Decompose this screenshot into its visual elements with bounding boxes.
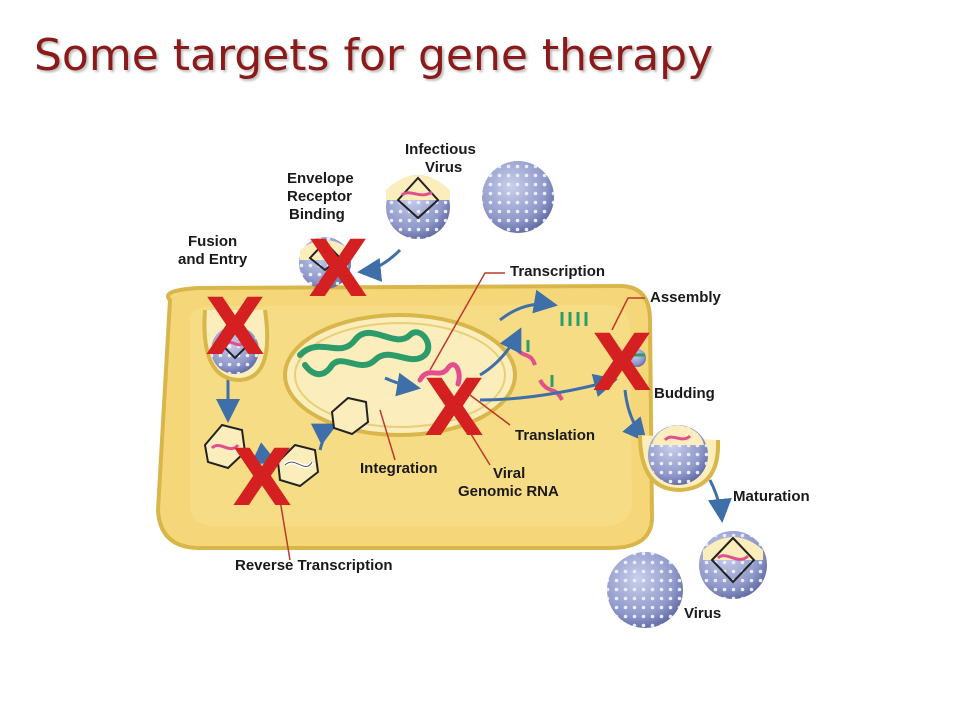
label-viral-genomic-rna: Viral Genomic RNA [458, 465, 559, 500]
label-reverse-transcription: Reverse Transcription [235, 557, 393, 574]
label-transcription: Transcription [510, 263, 605, 280]
mature-virion [699, 531, 767, 599]
x-mark-assembly: X [592, 319, 652, 409]
label-budding: Budding [654, 385, 715, 402]
infectious-virus-particle [482, 161, 554, 233]
host-dna [297, 329, 432, 378]
slide-title: Some targets for gene therapy [34, 30, 714, 81]
x-mark-reverse-transcription: X [232, 434, 292, 524]
viral-rna-nucleus [417, 362, 462, 387]
label-fusion-entry: Fusion and Entry [178, 233, 248, 268]
x-mark-receptor-binding: X [308, 225, 368, 315]
label-integration: Integration [360, 460, 438, 477]
label-envelope-receptor-binding: Envelope Receptor Binding [287, 170, 358, 223]
label-maturation: Maturation [733, 488, 810, 505]
fusion-virion [299, 237, 351, 289]
assembly-site [628, 349, 646, 367]
binding-virion [386, 175, 450, 239]
x-mark-transcription: X [424, 364, 484, 454]
diagram-labels: Infectious Virus Envelope Receptor Bindi… [178, 141, 810, 622]
label-assembly: Assembly [650, 289, 722, 306]
capsid-uncoated [203, 423, 247, 470]
free-virus-particle [607, 552, 683, 628]
label-virus: Virus [684, 605, 721, 622]
therapy-target-marks: X X X X X [205, 225, 652, 524]
label-pointers [279, 272, 645, 561]
label-translation: Translation [515, 427, 595, 444]
label-infectious-virus: Infectious Virus [405, 141, 480, 176]
entry-virion [202, 309, 270, 383]
integration-capsid [330, 396, 370, 436]
x-mark-fusion-entry: X [205, 283, 265, 373]
budding-virion [638, 425, 721, 493]
reverse-transcription-capsid [276, 443, 320, 488]
